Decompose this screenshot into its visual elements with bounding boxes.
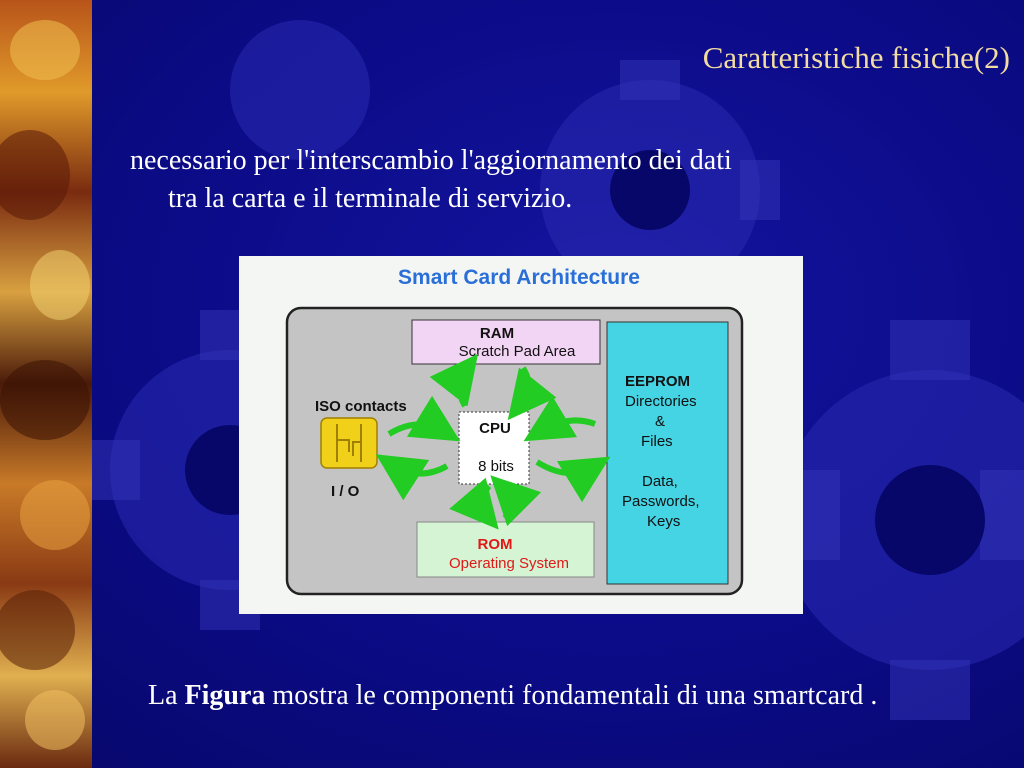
eeprom-line-5: Passwords,: [622, 493, 700, 510]
bullet-line-1: necessario per l'interscambio l'aggiorna…: [130, 145, 732, 176]
io-label: I / O: [331, 483, 360, 500]
rom-box: [416, 521, 595, 578]
caption-prefix: La: [148, 680, 185, 711]
cpu-box: [458, 411, 530, 485]
rom-title: ROM: [478, 536, 513, 553]
bullet-text: necessario per l'interscambio l'aggiorna…: [130, 142, 1000, 218]
cpu-title: CPU: [479, 420, 511, 437]
caption-bold: Figura: [184, 680, 266, 711]
iso-contacts-label: ISO contacts: [315, 398, 407, 415]
figure-title: Smart Card Architecture: [398, 266, 640, 289]
decorative-side-strip: [0, 0, 92, 768]
cpu-bits: 8 bits: [478, 458, 514, 475]
eeprom-line-2: &: [655, 413, 665, 430]
data-flow-arrows: [375, 353, 611, 530]
caption-rest: mostra le componenti fondamentali di una…: [265, 680, 878, 711]
eeprom-line-1: Directories: [625, 393, 697, 410]
eeprom-box: [606, 321, 729, 585]
smart-card-architecture-figure: Smart Card Architecture EEPROM Directori…: [239, 256, 803, 614]
eeprom-line-4: Data,: [642, 473, 678, 490]
chip-contacts-icon: [320, 417, 378, 469]
figure-caption: La Figura mostra le componenti fondament…: [148, 676, 1008, 716]
bullet-line-2: tra la carta e il terminale di servizio.: [168, 183, 573, 214]
eeprom-line-6: Keys: [647, 513, 680, 530]
eeprom-line-3: Files: [641, 433, 673, 450]
rom-subtitle: Operating System: [449, 555, 569, 572]
ram-title: RAM: [480, 325, 514, 342]
ram-subtitle: Scratch Pad Area: [459, 343, 576, 360]
slide-title: Caratteristiche fisiche(2): [702, 40, 1010, 75]
eeprom-title: EEPROM: [625, 373, 690, 390]
architecture-diagram: Smart Card Architecture EEPROM Directori…: [285, 266, 744, 596]
